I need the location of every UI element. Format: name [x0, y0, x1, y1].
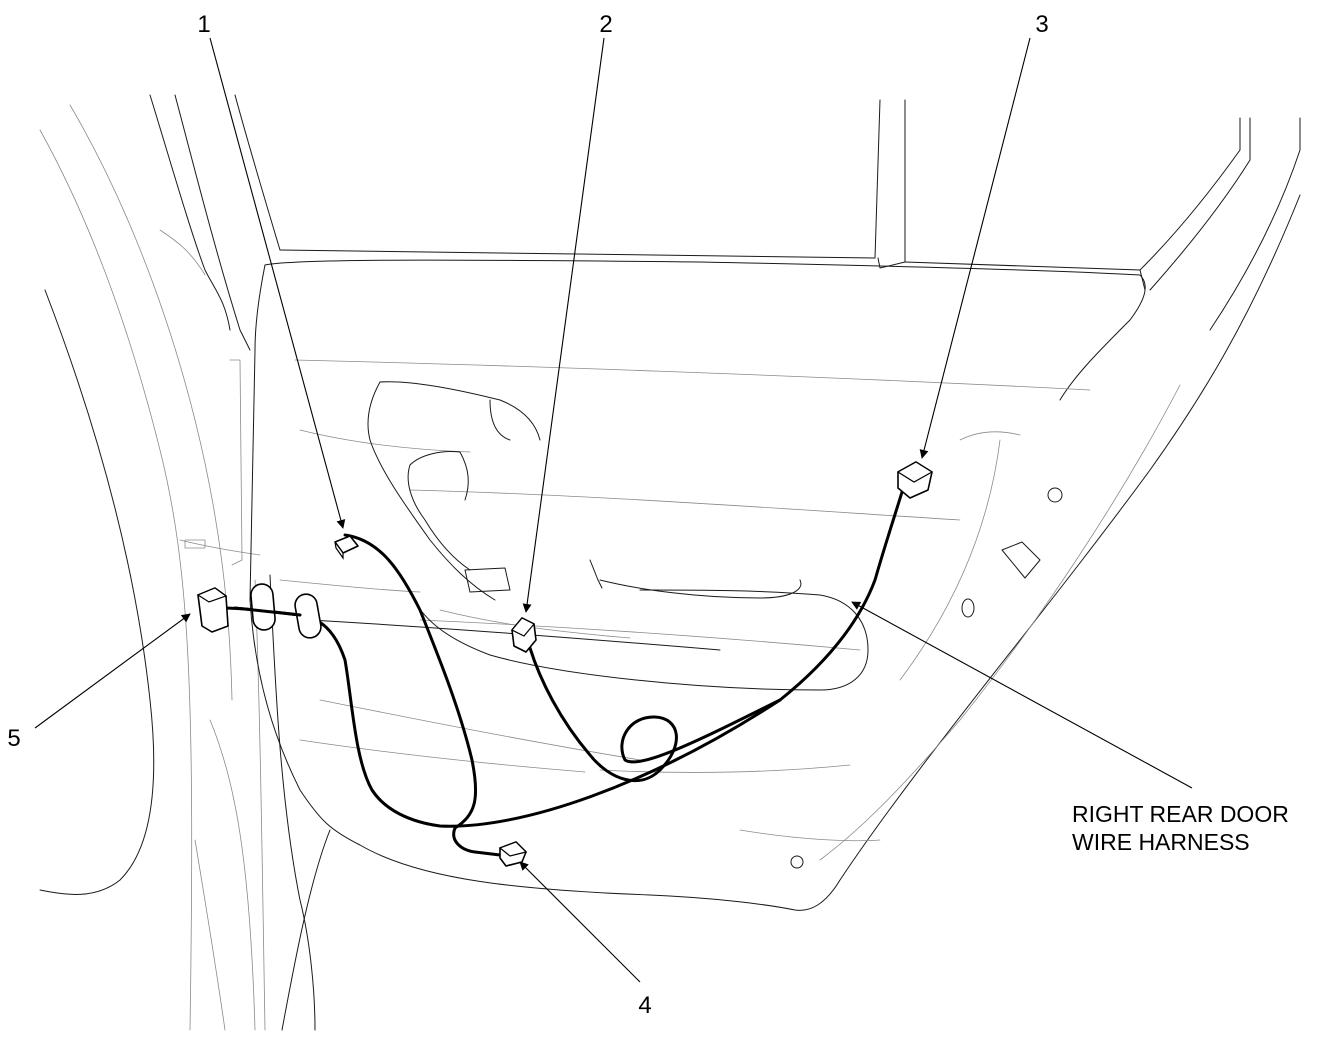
armrest [409, 559, 869, 691]
callout-3: 3 [1035, 11, 1048, 38]
inner-handle-pocket [367, 381, 541, 601]
window-frame [279, 99, 1301, 331]
vehicle-body-outline [39, 94, 331, 1031]
harness-label-line2: WIRE HARNESS [1072, 829, 1250, 855]
callout-4: 4 [638, 992, 651, 1019]
connector-4-icon [498, 841, 528, 867]
connector-2-icon [511, 617, 537, 653]
connector-3-icon [896, 461, 934, 499]
door-edge-features [790, 384, 1181, 869]
connector-1-icon [334, 535, 359, 560]
callout-5: 5 [7, 725, 20, 752]
harness-label-line1: RIGHT REAR DOOR [1072, 801, 1289, 827]
wire-harness [220, 490, 904, 857]
harness-clip-icon [233, 583, 322, 639]
connector-5-icon [196, 587, 229, 633]
door-trim-panel [249, 194, 1301, 911]
callout-1: 1 [197, 11, 210, 38]
callout-2: 2 [599, 11, 612, 38]
arrowhead-icon [34, 37, 1193, 983]
